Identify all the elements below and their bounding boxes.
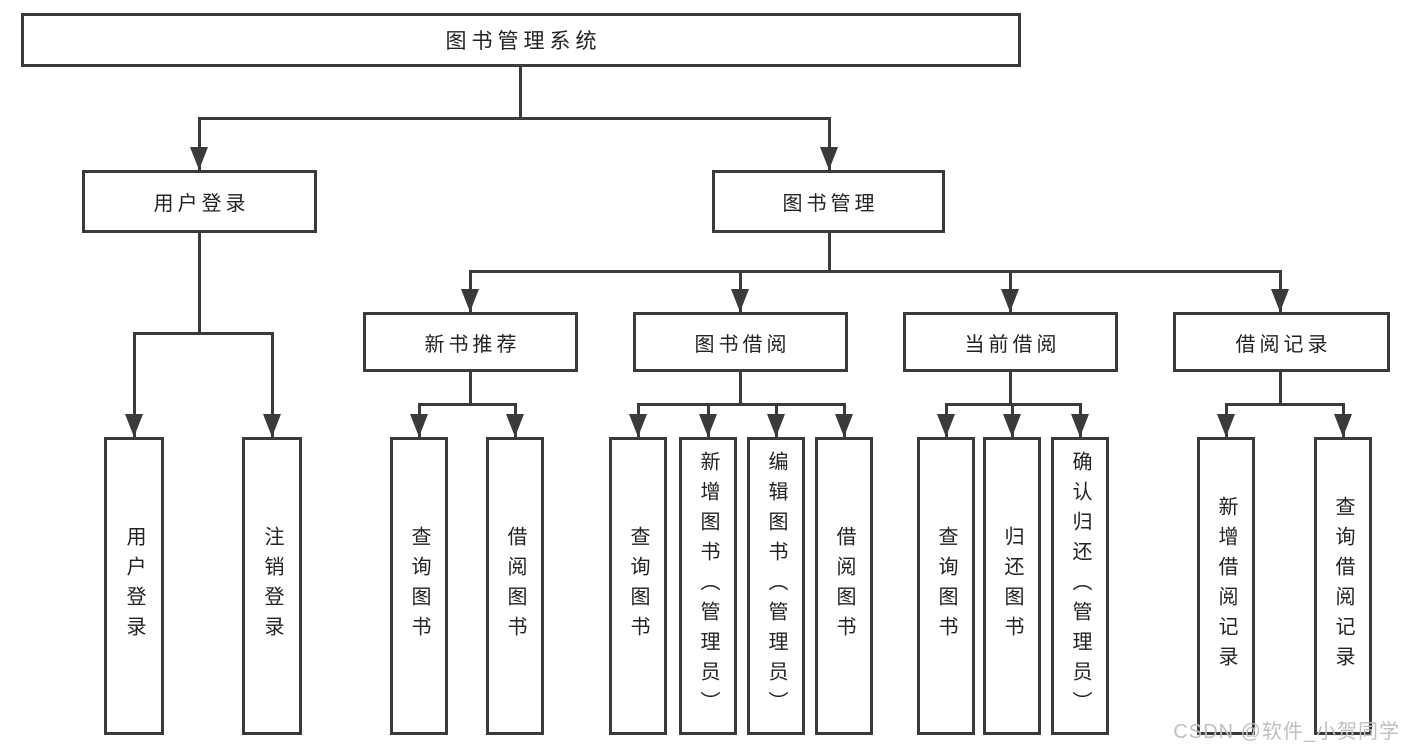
connector-line — [1279, 371, 1282, 406]
connector-line — [1225, 403, 1345, 406]
arrow-down-icon — [1003, 414, 1021, 437]
leaf-query-books-2: 查询图书 — [609, 437, 667, 735]
leaf-logout: 注销登录 — [242, 437, 302, 735]
leaf-query-books-3: 查询图书 — [917, 437, 975, 735]
node-label: 查询图书 — [408, 526, 430, 646]
leaf-add-books-admin: 新增图书（管理员） — [679, 437, 737, 735]
leaf-borrow-books-2: 借阅图书 — [815, 437, 873, 735]
node-label: 用户登录 — [123, 526, 145, 646]
arrow-down-icon — [461, 289, 479, 312]
leaf-query-borrow-record: 查询借阅记录 — [1314, 437, 1372, 735]
connector-line — [739, 371, 742, 406]
connector-line — [198, 233, 201, 333]
node-label: 图书借阅 — [694, 333, 791, 356]
node-root-system: 图书管理系统 — [21, 13, 1021, 67]
node-label: 注销登录 — [261, 526, 283, 646]
connector-line — [133, 332, 136, 437]
leaf-borrow-books-1: 借阅图书 — [486, 437, 544, 735]
node-label: 查询图书 — [935, 526, 957, 646]
node-book-management: 图书管理 — [712, 170, 945, 233]
node-label: 编辑图书（管理员） — [765, 451, 787, 721]
leaf-user-login: 用户登录 — [104, 437, 164, 735]
leaf-query-books-1: 查询图书 — [390, 437, 448, 735]
arrow-down-icon — [263, 414, 281, 437]
node-label: 借阅图书 — [833, 526, 855, 646]
connector-line — [1009, 371, 1012, 406]
csdn-watermark: CSDN @软件_小贺同学 — [1173, 721, 1400, 743]
connector-line — [828, 233, 831, 273]
connector-line — [418, 403, 517, 406]
node-label: 新增图书（管理员） — [697, 451, 719, 721]
arrow-down-icon — [410, 414, 428, 437]
node-label: 图书管理 — [782, 193, 879, 215]
node-user-login: 用户登录 — [82, 170, 317, 233]
arrow-down-icon — [835, 414, 853, 437]
arrow-down-icon — [1217, 414, 1235, 437]
arrow-down-icon — [1071, 414, 1089, 437]
connector-line — [271, 332, 274, 437]
connector-line — [519, 67, 522, 118]
connector-line — [828, 117, 831, 170]
node-new-book-recommend: 新书推荐 — [363, 312, 578, 372]
node-current-borrow: 当前借阅 — [903, 312, 1118, 372]
leaf-confirm-return-admin: 确认归还（管理员） — [1051, 437, 1109, 735]
node-book-borrow: 图书借阅 — [633, 312, 848, 372]
connector-line — [198, 117, 201, 170]
leaf-add-borrow-record: 新增借阅记录 — [1197, 437, 1255, 735]
leaf-edit-books-admin: 编辑图书（管理员） — [747, 437, 805, 735]
arrow-down-icon — [731, 289, 749, 312]
arrow-down-icon — [820, 147, 838, 170]
arrow-down-icon — [699, 414, 717, 437]
leaf-return-books: 归还图书 — [983, 437, 1041, 735]
arrow-down-icon — [125, 414, 143, 437]
node-label: 借阅图书 — [504, 526, 526, 646]
node-label: 图书管理系统 — [445, 30, 602, 53]
node-label: 确认归还（管理员） — [1069, 451, 1091, 721]
connector-line — [637, 403, 846, 406]
connector-line — [469, 270, 1282, 273]
node-label: 借阅记录 — [1235, 333, 1332, 356]
node-label: 当前借阅 — [964, 333, 1061, 356]
node-label: 查询图书 — [627, 526, 649, 646]
arrow-down-icon — [937, 414, 955, 437]
arrow-down-icon — [190, 147, 208, 170]
node-label: 新增借阅记录 — [1215, 496, 1237, 676]
connector-line — [469, 371, 472, 406]
arrow-down-icon — [1271, 289, 1289, 312]
arrow-down-icon — [629, 414, 647, 437]
arrow-down-icon — [1001, 289, 1019, 312]
node-label: 归还图书 — [1001, 526, 1023, 646]
node-borrow-records: 借阅记录 — [1173, 312, 1390, 372]
arrow-down-icon — [767, 414, 785, 437]
connector-line — [198, 117, 831, 120]
node-label: 查询借阅记录 — [1332, 496, 1354, 676]
node-label: 新书推荐 — [424, 333, 521, 356]
arrow-down-icon — [1334, 414, 1352, 437]
arrow-down-icon — [506, 414, 524, 437]
node-label: 用户登录 — [153, 193, 250, 215]
connector-line — [133, 332, 274, 335]
